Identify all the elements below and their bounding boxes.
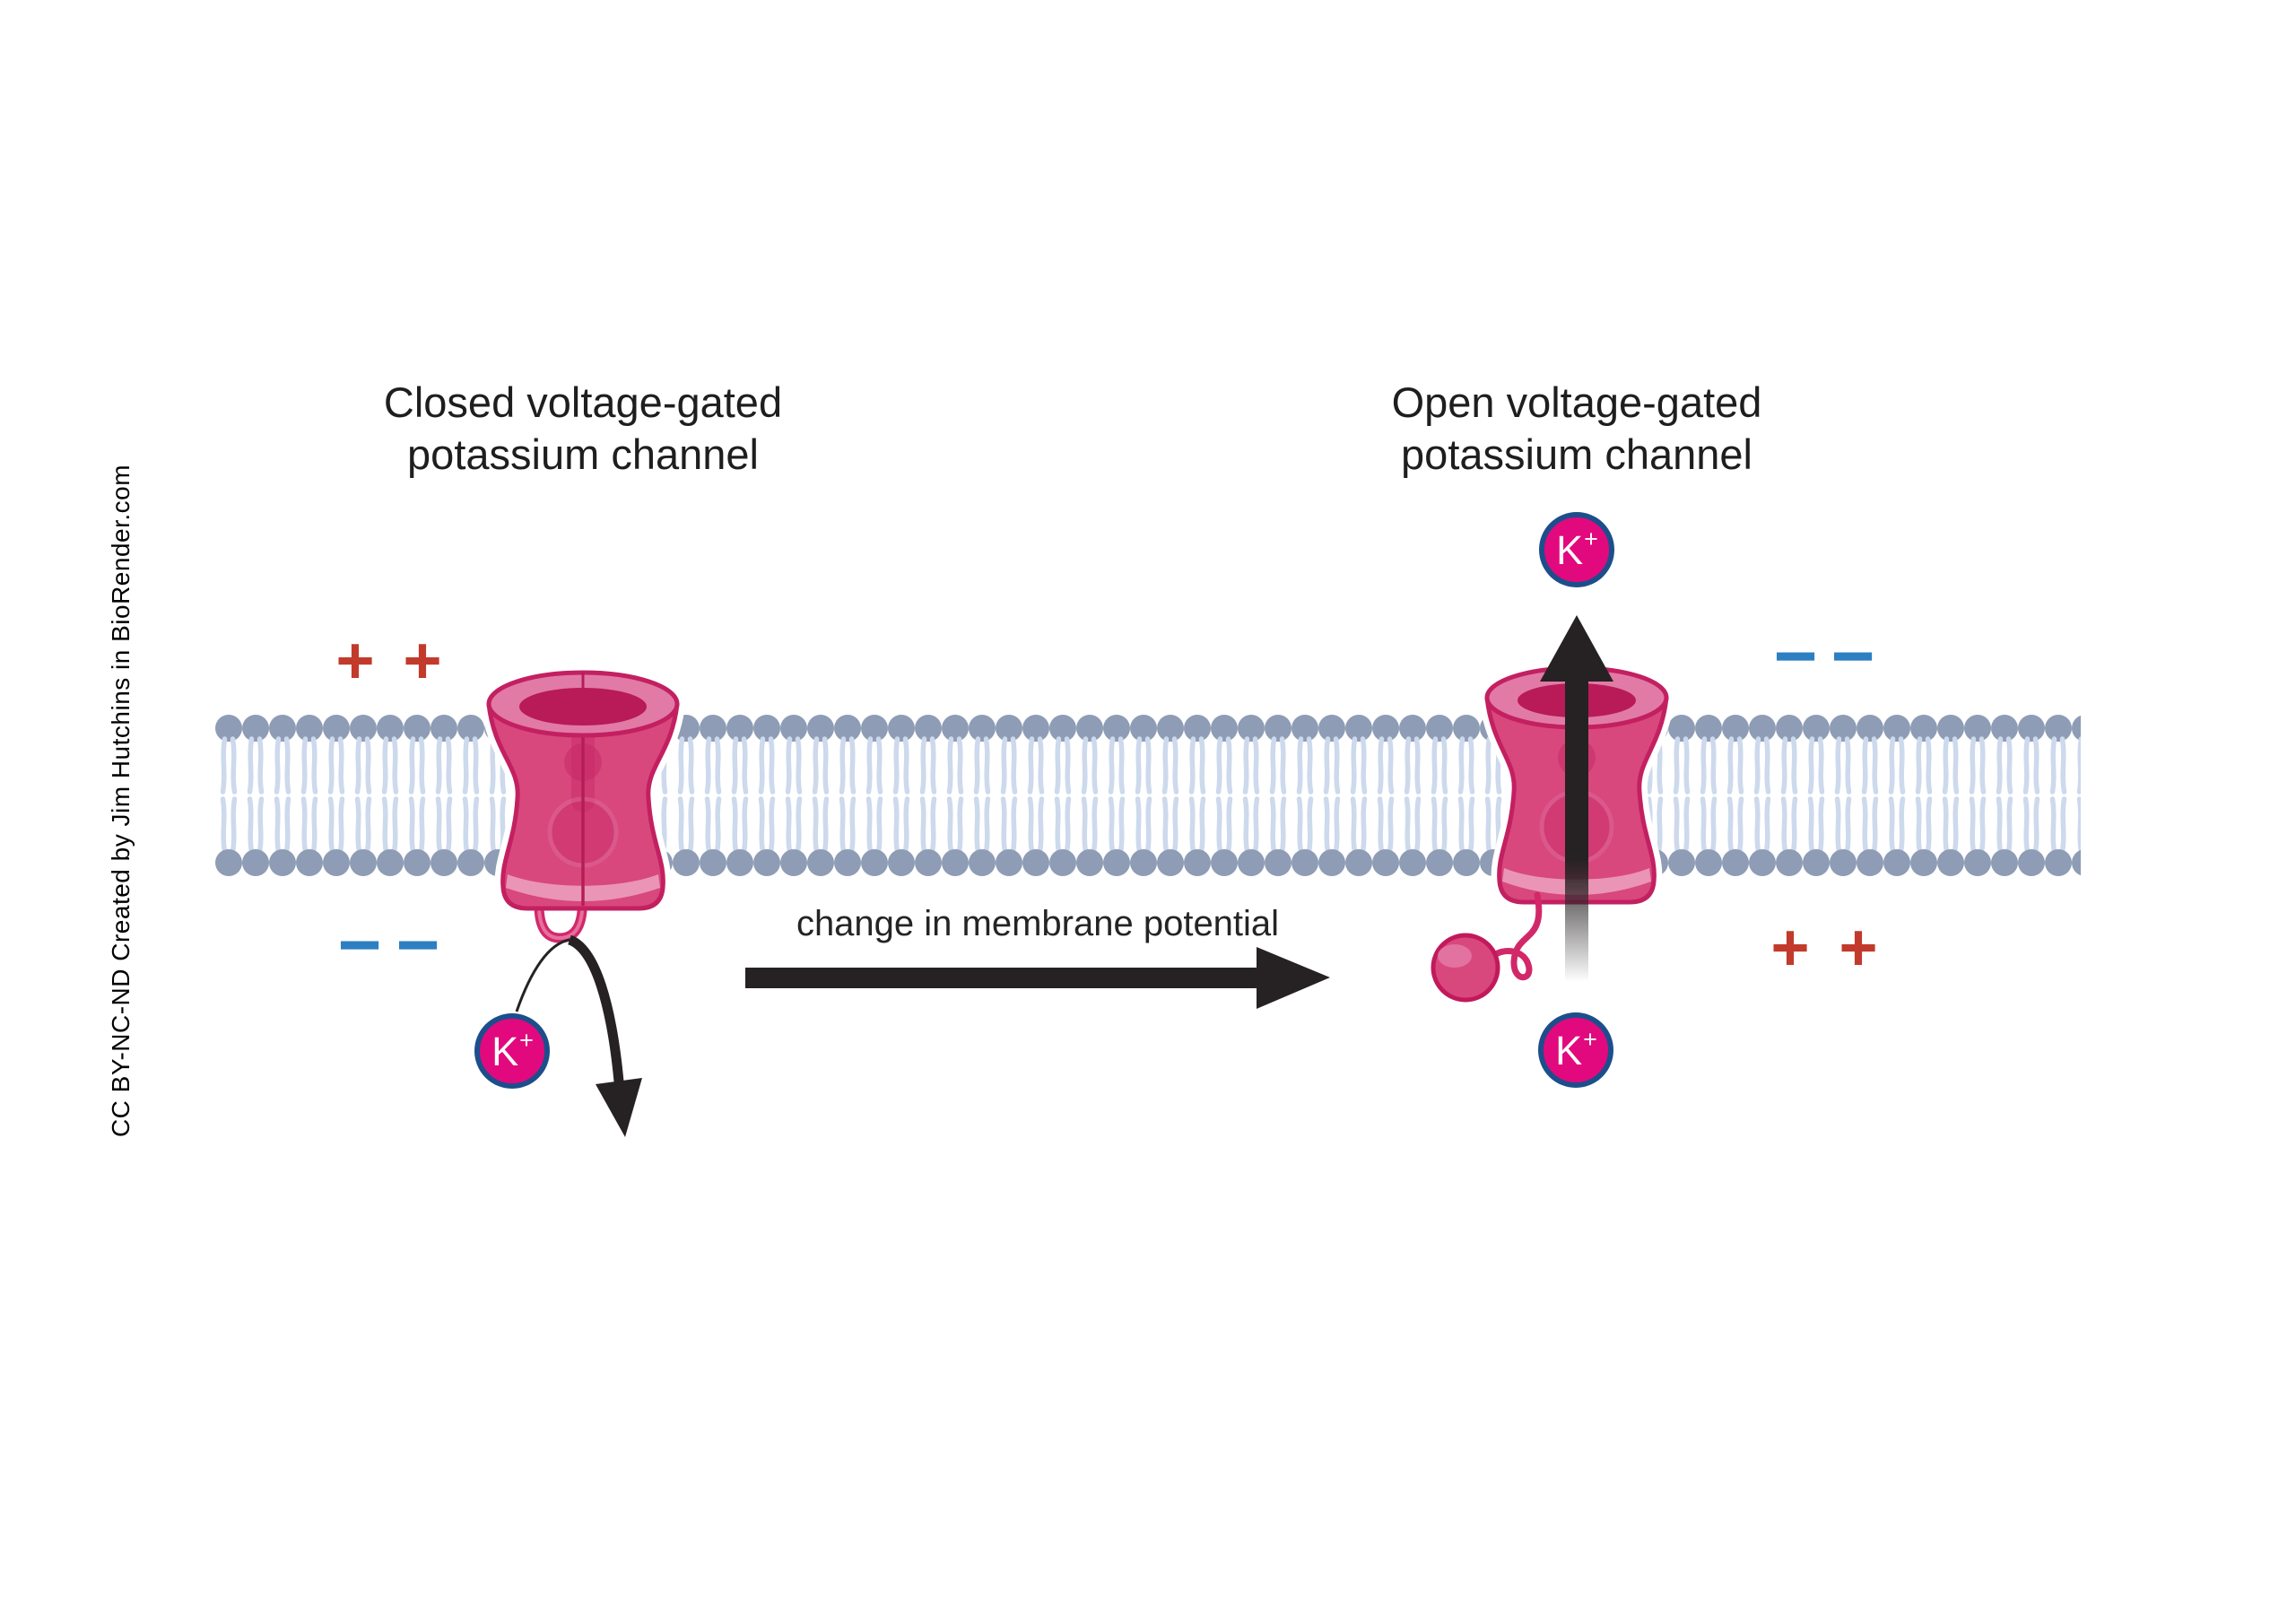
- transition-arrow-label: change in membrane potential: [796, 904, 1280, 943]
- potassium-ion-blocked: K+: [474, 1013, 550, 1089]
- minus-charge-symbol: −: [1831, 613, 1875, 698]
- plus-charge-symbol: +: [403, 623, 442, 698]
- ion-symbol: K: [491, 1028, 519, 1074]
- transition-arrow-icon: [745, 947, 1330, 1009]
- minus-charge-symbol: −: [337, 902, 382, 986]
- closed-channel: [479, 670, 687, 943]
- open-channel: [1431, 615, 1676, 1003]
- inactivation-ball-chain: [1431, 891, 1543, 1003]
- minus-charge-symbol: −: [396, 902, 440, 986]
- open-channel-title: Open voltage-gated potassium channel: [1290, 377, 1864, 482]
- closed-title-line2: potassium channel: [407, 430, 759, 479]
- efflux-arrow-icon: [1540, 615, 1613, 982]
- closed-title-line1: Closed voltage-gated: [383, 378, 783, 426]
- ion-symbol: K: [1556, 526, 1584, 573]
- open-title-line1: Open voltage-gated: [1391, 378, 1762, 426]
- minus-charge-symbol: −: [1773, 613, 1818, 698]
- potassium-ion-intracellular: K+: [1538, 1012, 1613, 1088]
- plus-charge-symbol: +: [1770, 910, 1810, 985]
- ion-charge: +: [1583, 1025, 1597, 1053]
- ion-symbol: K: [1555, 1027, 1583, 1073]
- plus-charge-symbol: +: [1839, 910, 1878, 985]
- open-title-line2: potassium channel: [1401, 430, 1752, 479]
- potassium-ion-exiting: K+: [1539, 512, 1614, 587]
- credit-text: CC BY-NC-ND Created by Jim Hutchins in B…: [107, 464, 135, 1138]
- plus-charge-symbol: +: [335, 623, 375, 698]
- closed-channel-title: Closed voltage-gated potassium channel: [296, 377, 870, 482]
- blocked-ion-arrow-icon: [515, 934, 642, 1137]
- ion-charge: +: [519, 1026, 534, 1054]
- ion-charge: +: [1584, 525, 1598, 552]
